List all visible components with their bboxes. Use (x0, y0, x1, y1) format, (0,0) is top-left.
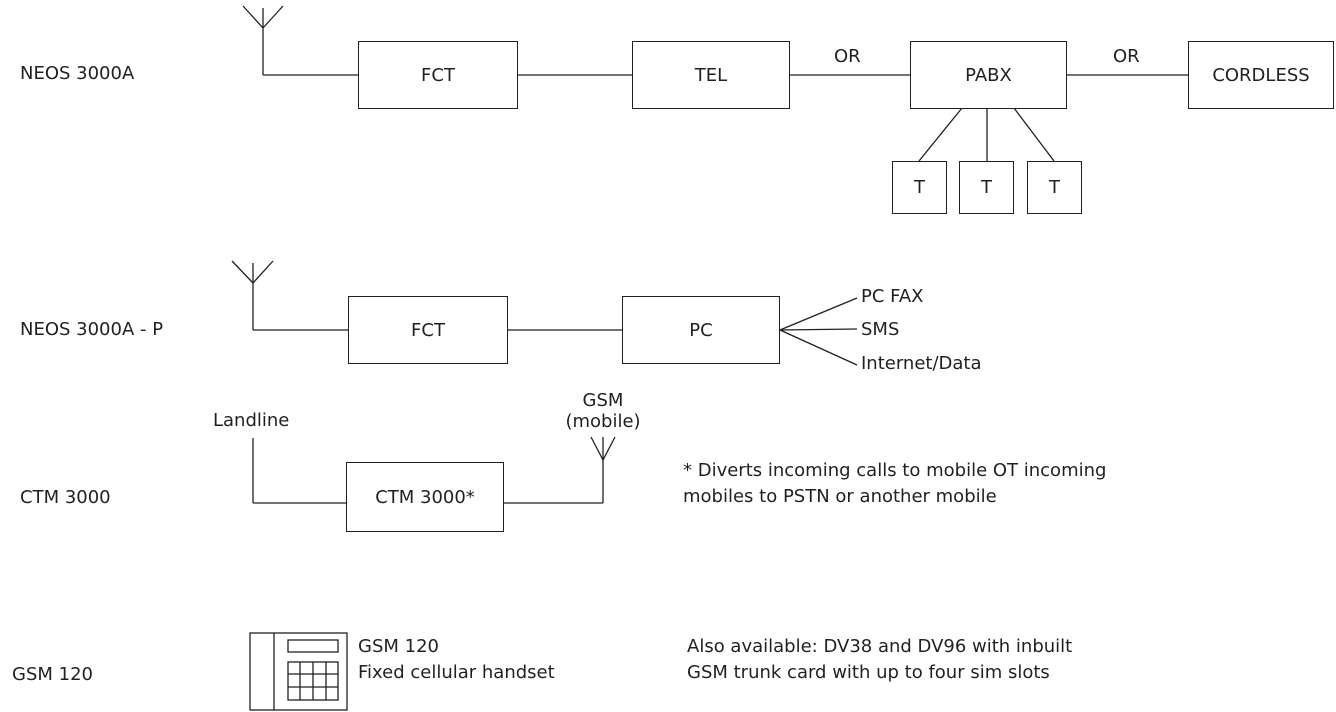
link-pc-fax (779, 297, 858, 331)
ctm-note-line1: * Diverts incoming calls to mobile OT in… (683, 460, 1107, 481)
pabx-box: PABX (910, 41, 1067, 109)
also-available-line2: GSM trunk card with up to four sim slots (687, 662, 1050, 683)
row-label-neos-3000a: NEOS 3000A (20, 63, 135, 84)
terminal-box: T (959, 161, 1014, 214)
link-pabx-t3 (1013, 107, 1055, 162)
terminal-box: T (1027, 161, 1082, 214)
antenna-icon (242, 5, 284, 75)
tel-box: TEL (632, 41, 790, 109)
pc-box: PC (622, 296, 780, 364)
output-sms: SMS (861, 319, 900, 340)
output-internet-data: Internet/Data (861, 353, 982, 374)
landline-label: Landline (213, 410, 290, 431)
gsm-label: GSM (582, 390, 624, 411)
antenna-icon (231, 260, 274, 330)
row-label-ctm-3000: CTM 3000 (20, 487, 111, 508)
or-label: OR (834, 46, 861, 67)
gsm-120-title: GSM 120 (358, 636, 439, 657)
link-pabx-t1 (918, 107, 963, 162)
cordless-box: CORDLESS (1188, 41, 1334, 109)
row-label-gsm-120: GSM 120 (12, 664, 93, 685)
terminal-box: T (892, 161, 947, 214)
fct-box: FCT (358, 41, 518, 109)
link-pc-internet (779, 329, 858, 366)
row-label-neos-3000a-p: NEOS 3000A - P (20, 319, 164, 340)
antenna-icon (590, 436, 616, 503)
fixed-handset-icon (249, 632, 348, 711)
gsm-mobile-label: (mobile) (565, 411, 641, 432)
or-label: OR (1113, 46, 1140, 67)
ctm-3000-box: CTM 3000* (346, 462, 504, 532)
ctm-note-line2: mobiles to PSTN or another mobile (683, 486, 997, 507)
output-pc-fax: PC FAX (861, 286, 924, 307)
also-available-line1: Also available: DV38 and DV96 with inbui… (687, 636, 1073, 657)
gsm-120-description: Fixed cellular handset (358, 662, 555, 683)
link-pc-sms (779, 328, 858, 331)
fct-box: FCT (348, 296, 508, 364)
